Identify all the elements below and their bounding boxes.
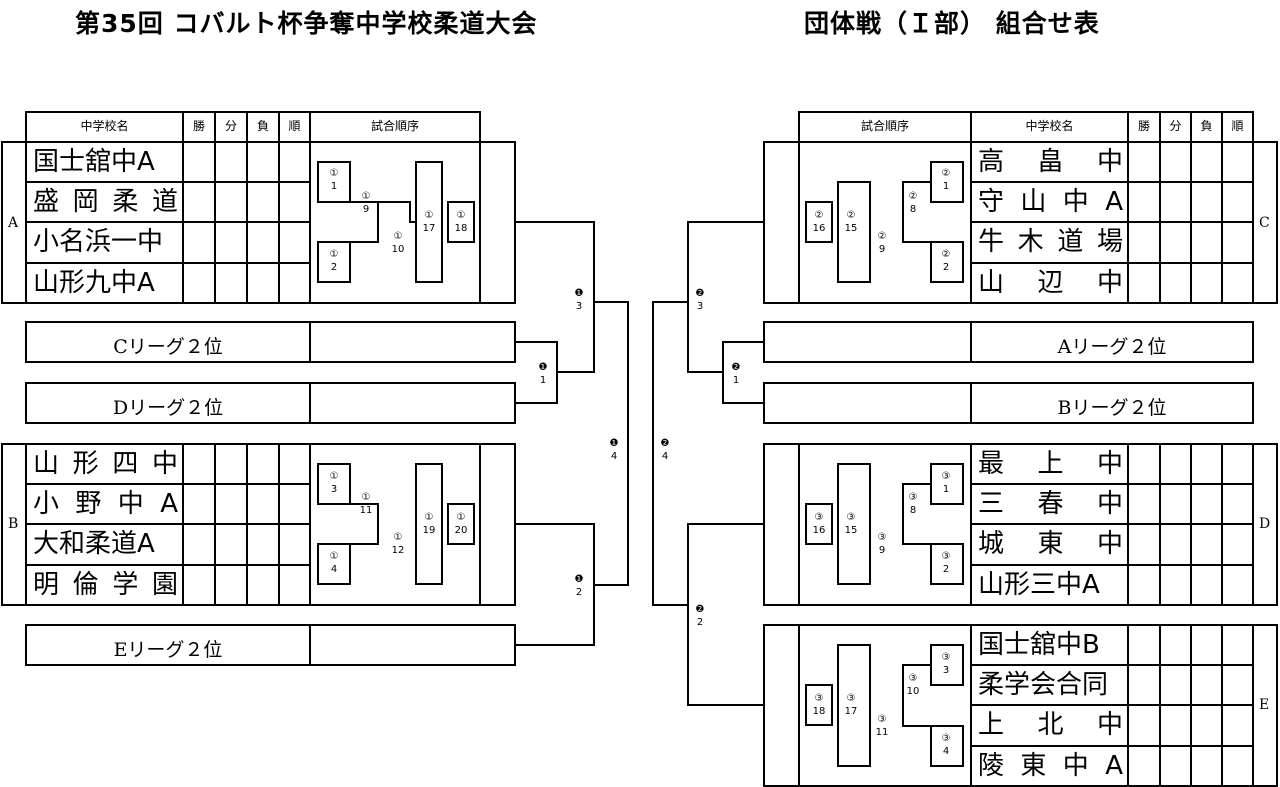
school-name: 山形九中A [33,268,155,298]
slot-a-league-2nd: Aリーグ２位 [1057,336,1167,358]
header-draw: 分 [224,119,237,133]
school-name: 大和柔道A [33,529,155,559]
header-win: 勝 [1137,119,1150,133]
school-name: 柔学会合同 [978,670,1109,700]
group-label-c: C [1259,215,1270,231]
header-rank: 順 [1231,119,1244,133]
school-name: 上北中 [978,710,1123,740]
school-name: 山形三中A [978,570,1100,600]
school-name: 国士舘中A [33,147,155,177]
slot-b-league-2nd: Bリーグ２位 [1057,397,1167,419]
group-label-b: B [8,516,19,532]
page-title-right: 団体戦（Ｉ部） 組合せ表 [804,9,1100,38]
header-match-order: 試合順序 [370,119,419,133]
header-match-order: 試合順序 [860,119,909,133]
school-name: 最上中 [978,449,1123,479]
school-name: 国士舘中B [978,630,1100,660]
header-loss: 負 [256,119,269,133]
school-name: 陵東中A [978,751,1123,781]
school-name: 山形四中 [33,449,178,479]
school-name: 牛木道場 [978,227,1123,257]
slot-d-league-2nd: Dリーグ２位 [112,397,224,419]
school-name: 高畠中 [978,147,1123,177]
slot-c-league-2nd: Cリーグ２位 [113,336,223,358]
header-loss: 負 [1200,119,1213,133]
slot-e-league-2nd: Eリーグ２位 [113,639,223,661]
page-title-left: 第35回 コバルト杯争奪中学校柔道大会 [75,9,538,38]
header-draw: 分 [1169,119,1182,133]
school-name: 明倫学園 [33,570,178,600]
school-name: 盛岡柔道 [33,187,178,217]
school-name: 山辺中 [978,268,1123,298]
school-name: 三春中 [978,489,1123,519]
header-win: 勝 [192,119,205,133]
school-name: 守山中A [978,187,1123,217]
school-name: 小野中A [33,489,178,519]
school-name: 小名浜一中 [33,227,164,257]
header-school-name: 中学校名 [80,119,129,133]
header-rank: 順 [288,119,301,133]
group-label-a: A [8,215,19,231]
group-label-d: D [1259,516,1271,532]
school-name: 城東中 [978,529,1123,559]
group-label-e: E [1259,697,1270,713]
header-school-name: 中学校名 [1025,119,1074,133]
